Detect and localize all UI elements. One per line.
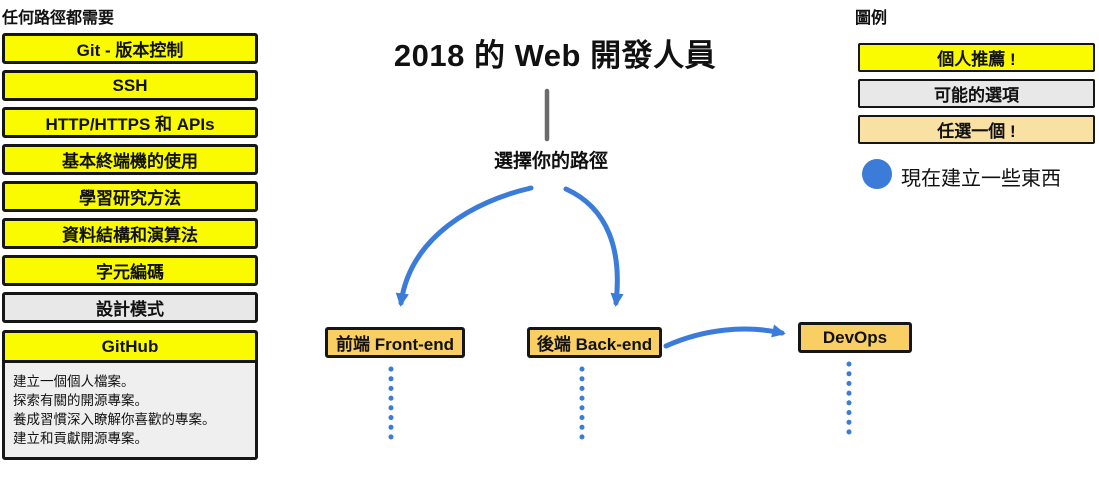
build-something-dot-icon <box>862 159 892 189</box>
page-title: 2018 的 Web 開發人員 <box>393 38 717 73</box>
github-notes: 建立一個個人檔案。 探索有關的開源專案。 養成習慣深入瞭解你喜歡的專案。 建立和… <box>5 363 255 457</box>
github-note-line: 建立一個個人檔案。 <box>13 374 135 389</box>
path-box-devops: DevOps <box>798 322 912 353</box>
skill-box-design-patterns: 設計模式 <box>2 292 258 323</box>
skill-box-char-encoding: 字元編碼 <box>2 255 258 286</box>
legend-item-recommended: 個人推薦 ! <box>858 43 1095 72</box>
skill-box-terminal: 基本終端機的使用 <box>2 144 258 175</box>
arrow-to-backend <box>563 186 624 307</box>
path-box-frontend: 前端 Front-end <box>325 327 465 358</box>
arrow-to-frontend <box>395 185 534 307</box>
skill-box-research: 學習研究方法 <box>2 181 258 212</box>
github-section: GitHub 建立一個個人檔案。 探索有關的開源專案。 養成習慣深入瞭解你喜歡的… <box>2 330 258 460</box>
build-something-label: 現在建立一些東西 <box>901 168 1061 190</box>
github-note-line: 養成習慣深入瞭解你喜歡的專案。 <box>13 412 216 427</box>
github-note-line: 探索有關的開源專案。 <box>13 393 148 408</box>
legend-title: 圖例 <box>855 10 888 27</box>
skill-box-data-structures: 資料結構和演算法 <box>2 218 258 249</box>
choose-path-label: 選擇你的路徑 <box>493 151 608 172</box>
legend-item-pick-one: 任選一個 ! <box>858 115 1095 144</box>
skill-box-ssh: SSH <box>2 70 258 101</box>
left-panel-title: 任何路徑都需要 <box>2 10 115 27</box>
skill-box-http-apis: HTTP/HTTPS 和 APIs <box>2 107 258 138</box>
required-skills-list: Git - 版本控制 SSH HTTP/HTTPS 和 APIs 基本終端機的使… <box>2 33 258 323</box>
legend-list: 個人推薦 ! 可能的選項 任選一個 ! <box>858 43 1095 144</box>
path-box-backend: 後端 Back-end <box>527 327 662 358</box>
github-note-line: 建立和貢獻開源專案。 <box>13 431 148 446</box>
skill-box-git: Git - 版本控制 <box>2 33 258 64</box>
arrow-backend-to-devops <box>663 324 786 349</box>
github-header: GitHub <box>5 333 255 363</box>
legend-item-possible-option: 可能的選項 <box>858 79 1095 108</box>
